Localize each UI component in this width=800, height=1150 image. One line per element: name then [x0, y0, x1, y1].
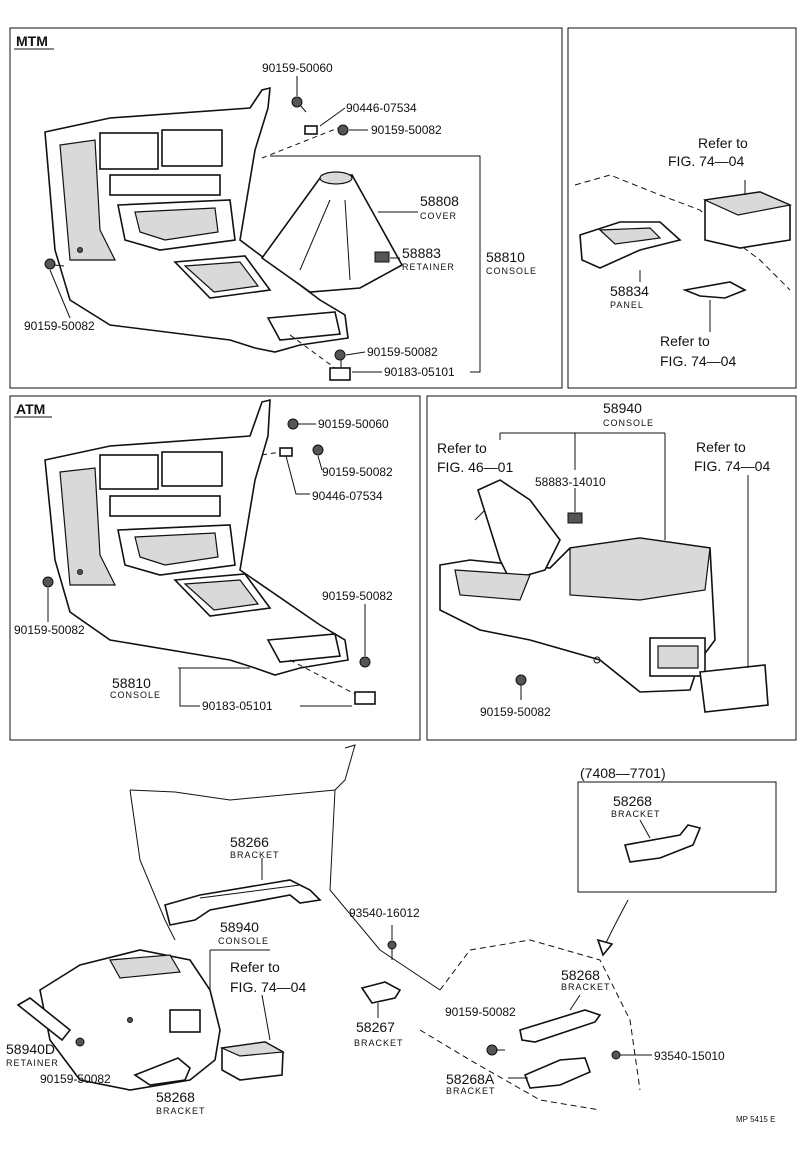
mtm-panel-frame	[9, 27, 563, 389]
console-58940-drawing	[439, 479, 769, 713]
console-ref-left-1: Refer to	[437, 440, 487, 456]
ref1-bot-line1: Refer to	[660, 333, 710, 349]
console-ref-right-2: FIG. 74—04	[694, 458, 770, 474]
atm-label-c: 90446-07534	[312, 489, 383, 503]
cons-name: CONSOLE	[218, 936, 269, 946]
ref1-panel-num: 58834	[610, 283, 649, 299]
atm-label-f-name: CONSOLE	[110, 690, 161, 700]
mtm-console-drawing	[44, 86, 349, 353]
mtm-label-c: 90159-50082	[371, 123, 442, 137]
mtm-fasteners	[44, 96, 390, 381]
cons-num: 58940	[220, 919, 259, 935]
atm-label-f-num: 58810	[112, 675, 151, 691]
mtm-leaders	[49, 76, 481, 373]
br3-name: BRACKET	[561, 982, 611, 992]
bracket-58266-drawing	[164, 858, 322, 926]
console-name: CONSOLE	[603, 418, 654, 428]
inset-range: (7408—7701)	[580, 765, 666, 781]
ref1-panel-name: PANEL	[610, 300, 644, 310]
mtm-label-d-num: 58808	[420, 193, 459, 209]
mtm-boot-cover	[260, 171, 404, 293]
inset-num: 58268	[613, 793, 652, 809]
br1-num: 58266	[230, 834, 269, 850]
ref1-top-line1: Refer to	[698, 135, 748, 151]
mtm-label-f-num: 58810	[486, 249, 525, 265]
bottom-ref-1: Refer to	[230, 959, 280, 975]
bolt-label: 93540-16012	[349, 906, 420, 920]
diagram-code: MP 5415 E	[736, 1115, 775, 1124]
mtm-label-h: 90159-50082	[367, 345, 438, 359]
ref-panel-drawing	[574, 174, 793, 332]
console-screw: 90159-50082	[480, 705, 551, 719]
bracket-58268A-drawing	[508, 1057, 592, 1089]
br3-num: 58268	[561, 967, 600, 983]
ref1-bot-line2: FIG. 74—04	[660, 353, 736, 369]
mtm-label-e-num: 58883	[402, 245, 441, 261]
atm-label-d: 90159-50082	[14, 623, 85, 637]
console-panel-frame	[426, 395, 797, 741]
br4-name: BRACKET	[446, 1086, 496, 1096]
br4-num: 58268A	[446, 1071, 495, 1087]
ret-num: 58940D	[6, 1041, 55, 1057]
inset-frame	[577, 781, 777, 893]
ref1-top-line2: FIG. 74—04	[668, 153, 744, 169]
screw1-label: 90159-50082	[445, 1005, 516, 1019]
mtm-label-f-name: CONSOLE	[486, 266, 537, 276]
console-leaders	[499, 432, 749, 700]
br1-name: BRACKET	[230, 850, 280, 860]
inset-name: BRACKET	[611, 809, 661, 819]
console-ret: 58883-14010	[535, 475, 606, 489]
console-num: 58940	[603, 400, 642, 416]
mtm-label-d-name: COVER	[420, 211, 457, 221]
mtm-label-g: 90159-50082	[24, 319, 95, 333]
bracket-58268-drawing	[486, 994, 652, 1060]
screw2-label: 93540-15010	[654, 1049, 725, 1063]
br2-num: 58267	[356, 1019, 395, 1035]
console-ref-left-2: FIG. 46—01	[437, 459, 513, 475]
atm-label-b: 90159-50082	[322, 465, 393, 479]
mtm-label-e-name: RETAINER	[402, 262, 455, 272]
mtm-label-b: 90446-07534	[346, 101, 417, 115]
console-ref-right-1: Refer to	[696, 439, 746, 455]
br5-name: BRACKET	[156, 1106, 206, 1116]
ret-name: RETAINER	[6, 1058, 59, 1068]
atm-console-drawing	[44, 398, 349, 676]
screw3-label: 90159-50082	[40, 1072, 111, 1086]
mtm-title: MTM	[16, 33, 48, 49]
mtm-label-a: 90159-50060	[262, 61, 333, 75]
atm-fasteners	[42, 418, 376, 705]
atm-label-e: 90159-50082	[322, 589, 393, 603]
bottom-ref-2: FIG. 74—04	[230, 979, 306, 995]
bottom-floor-drawing	[129, 744, 641, 1111]
atm-label-g: 90183-05101	[202, 699, 273, 713]
atm-panel-frame	[9, 395, 421, 741]
br5-num: 58268	[156, 1089, 195, 1105]
atm-leaders	[47, 455, 352, 707]
bolt-93540-16012-drawing	[387, 925, 397, 960]
atm-title: ATM	[16, 401, 45, 417]
inset-bracket-drawing	[596, 819, 702, 957]
ref-panel-frame	[567, 27, 797, 389]
atm-label-a: 90159-50060	[318, 417, 389, 431]
mtm-label-i: 90183-05101	[384, 365, 455, 379]
bracket-58267-drawing	[360, 981, 402, 1018]
br2-name: BRACKET	[354, 1038, 404, 1048]
console-assembly-drawing	[16, 949, 285, 1091]
